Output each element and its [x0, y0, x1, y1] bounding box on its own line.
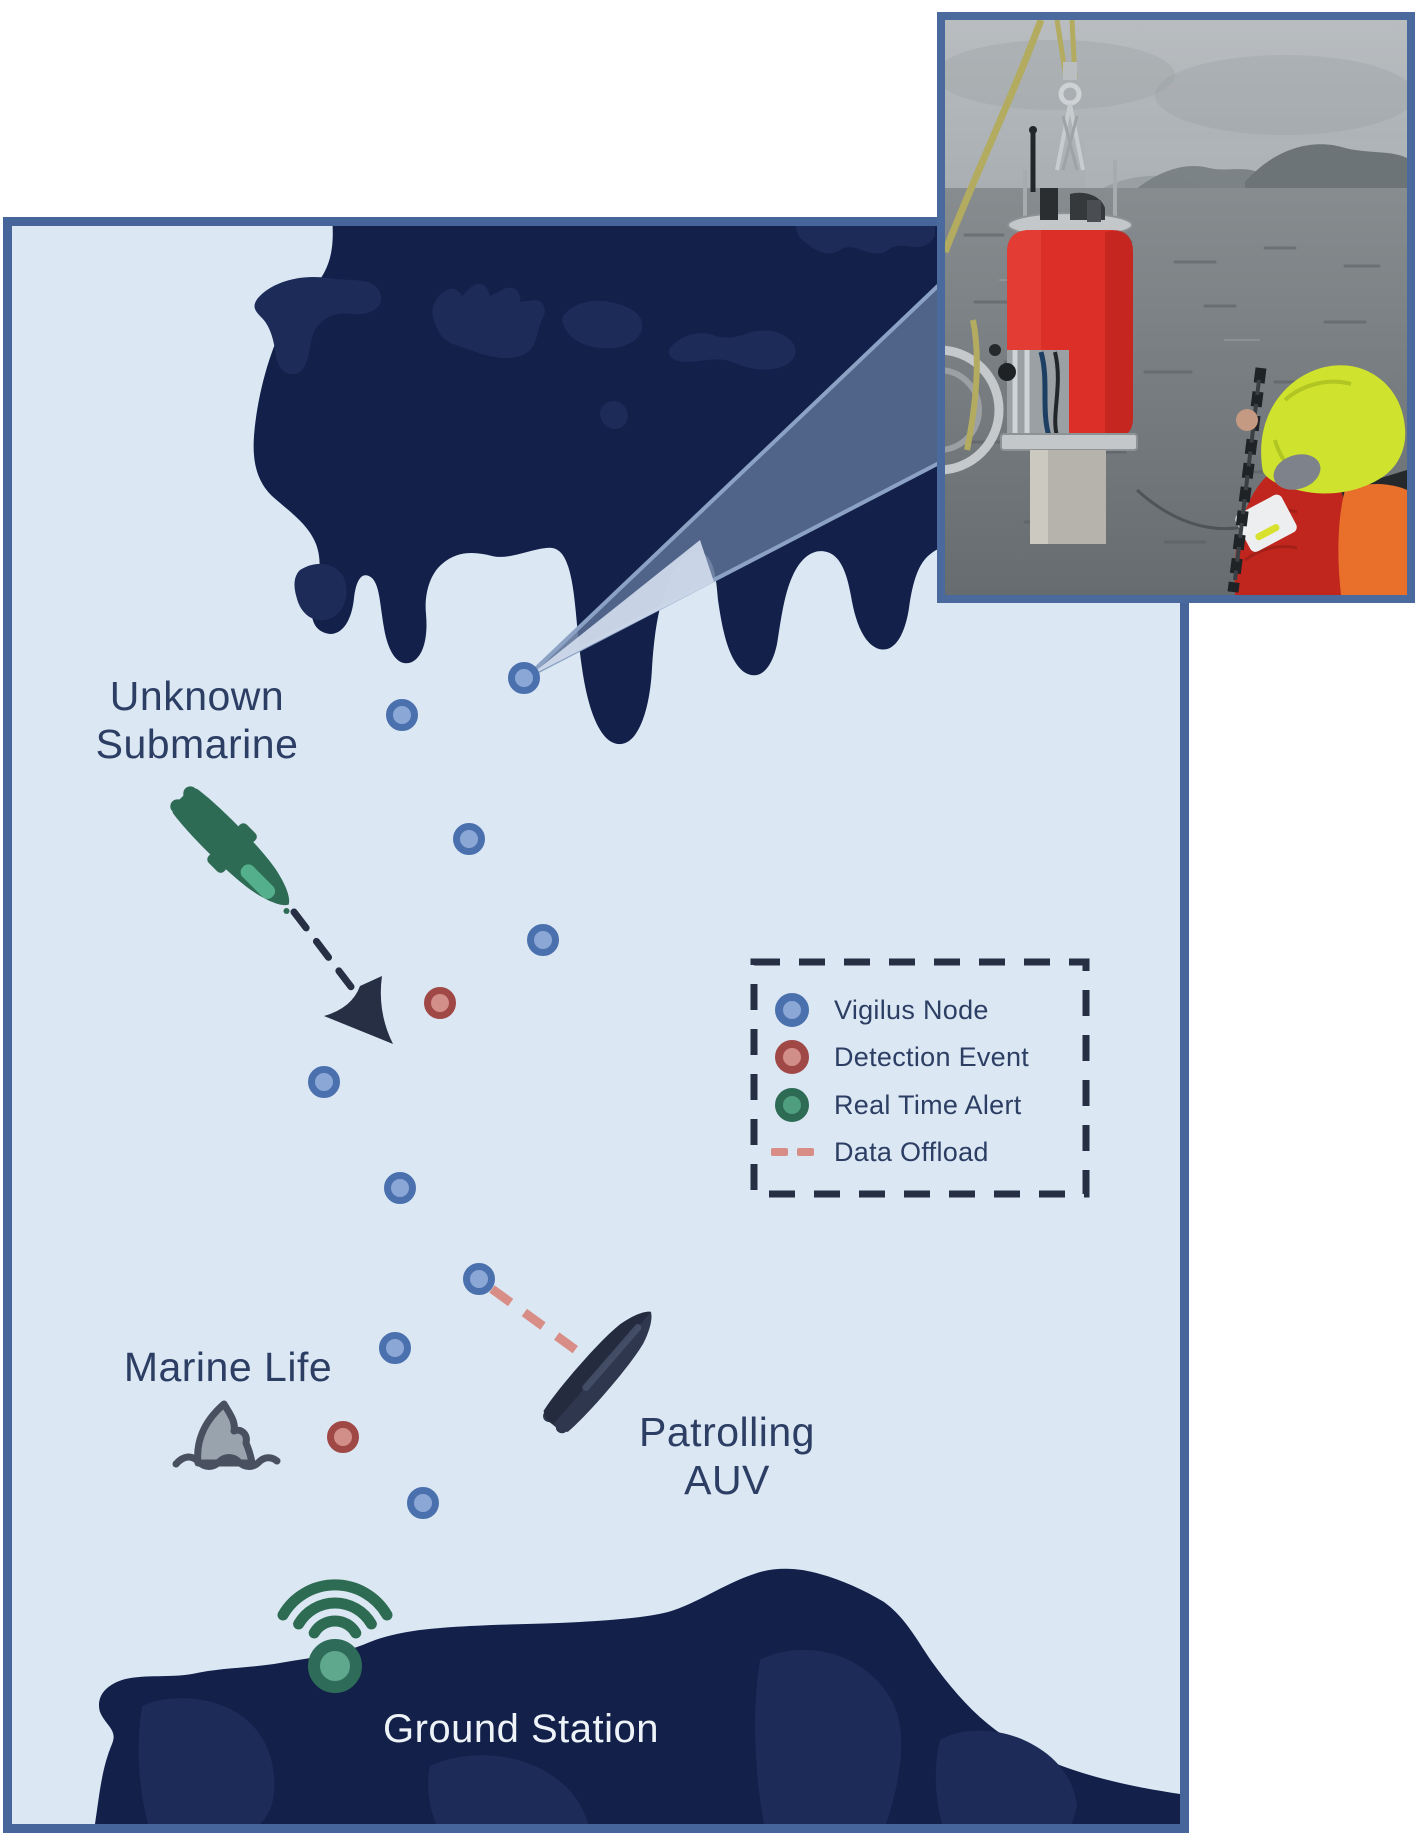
submarine-track-arrow	[290, 908, 393, 1044]
detection-event-swatch-icon	[775, 1040, 809, 1074]
unknown-submarine-label-line1: Unknown	[109, 673, 285, 719]
real-time-alert-node	[308, 1639, 362, 1693]
vigilus-node	[308, 1066, 340, 1098]
legend-item-detection-event: Detection Event	[750, 1037, 1090, 1077]
legend-item-label: Data Offload	[834, 1136, 989, 1167]
terrain-patches-south	[138, 1649, 1077, 1824]
data-offload-swatch-icon	[770, 1148, 788, 1156]
legend: Vigilus Node Detection Event Real Time A…	[750, 958, 1090, 1198]
deployment-photo	[937, 12, 1415, 603]
data-offload-swatch-icon	[796, 1148, 814, 1156]
map-border	[3, 217, 1189, 1833]
landmass-south	[95, 1568, 1180, 1824]
real-time-alert-swatch-icon	[775, 1088, 809, 1122]
data-offload-link	[489, 1285, 583, 1357]
deployment-photo-art	[945, 20, 1407, 595]
patrolling-auv-label-line2: AUV	[684, 1457, 770, 1503]
unknown-submarine-label-line2: Submarine	[95, 721, 299, 767]
legend-item-real-time-alert: Real Time Alert	[750, 1085, 1090, 1125]
vigilus-node	[463, 1263, 495, 1295]
terrain-patches-north	[254, 218, 935, 621]
vigilus-node	[508, 662, 540, 694]
wifi-icon	[277, 1579, 393, 1639]
legend-item-label: Detection Event	[834, 1041, 1030, 1072]
vigilus-node	[407, 1487, 439, 1519]
submarine-icon	[170, 786, 290, 914]
vigilus-node	[453, 823, 485, 855]
vigilus-node	[379, 1332, 411, 1364]
marine-life-label: Marine Life	[123, 1344, 333, 1390]
vigilus-node	[384, 1172, 416, 1204]
legend-item-label: Real Time Alert	[834, 1089, 1022, 1120]
auv-icon	[543, 1311, 652, 1434]
sensor-nodes-layer	[308, 662, 559, 1693]
unknown-submarine-label: Unknown Submarine	[27, 672, 367, 768]
vigilus-node	[527, 924, 559, 956]
detection-event-node	[424, 987, 456, 1019]
patrolling-auv-label: Patrolling AUV	[557, 1408, 897, 1504]
vigilus-node-swatch-icon	[775, 993, 809, 1027]
ground-station-label: Ground Station	[382, 1707, 660, 1751]
legend-item-label: Vigilus Node	[834, 994, 989, 1025]
patrolling-auv-label-line1: Patrolling	[639, 1409, 815, 1455]
vigilus-node	[386, 699, 418, 731]
legend-item-vigilus-node: Vigilus Node	[750, 990, 1090, 1030]
legend-border	[750, 958, 1090, 1198]
legend-item-data-offload: Data Offload	[750, 1132, 1090, 1172]
photo-callout-tip-highlight	[528, 540, 714, 677]
detection-event-node	[327, 1421, 359, 1453]
shark-fin-icon	[172, 1400, 281, 1470]
